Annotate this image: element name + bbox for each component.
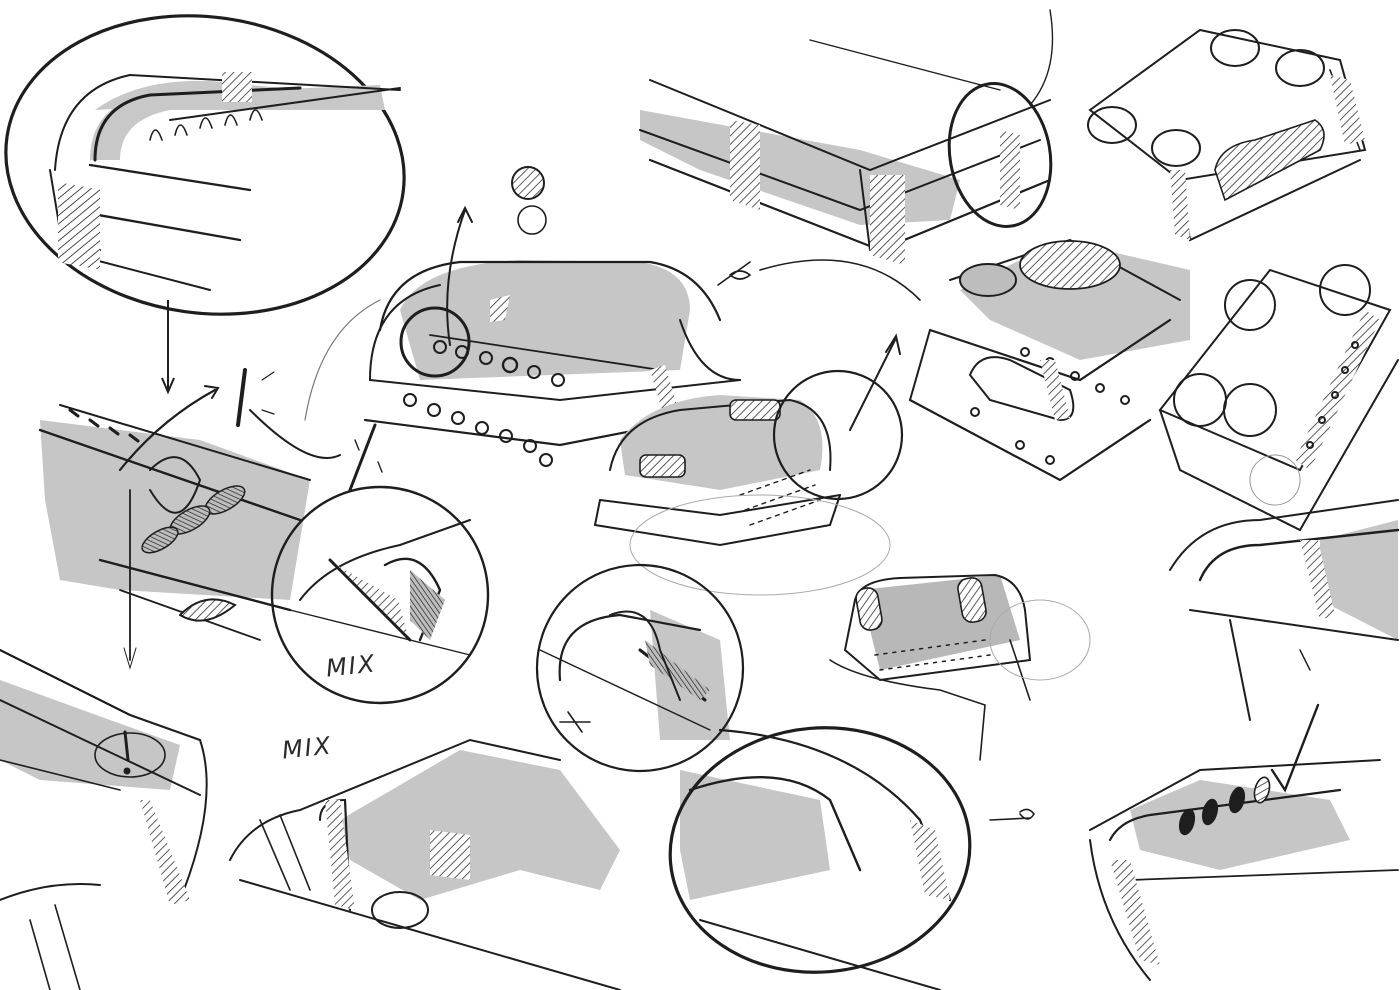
handwritten-note-mix: MIX xyxy=(280,731,334,765)
sketch-right-edge xyxy=(1169,499,1400,721)
sketch-bottom-right xyxy=(1089,703,1399,981)
sketch-centre-device-small xyxy=(594,259,921,596)
sketch-right-box xyxy=(908,238,1190,482)
sketch-bottom-left xyxy=(0,648,208,990)
detail-bubble-mix xyxy=(270,485,490,705)
handwritten-note-mix: MIX xyxy=(324,649,378,683)
arrow-down-1 xyxy=(161,300,175,395)
sketch-left-middle xyxy=(38,368,383,670)
sketch-handheld xyxy=(829,573,1091,761)
sketch-far-right-device xyxy=(1158,264,1399,532)
detail-bubble-bottom xyxy=(668,726,1035,990)
sketch-bottom-centre-left xyxy=(229,738,621,990)
sketch-top-right-device xyxy=(1087,28,1367,242)
detail-bubble-top-left xyxy=(4,14,406,316)
sketch-top-centre-device xyxy=(639,9,1054,265)
detail-bubble-centre xyxy=(535,563,745,773)
